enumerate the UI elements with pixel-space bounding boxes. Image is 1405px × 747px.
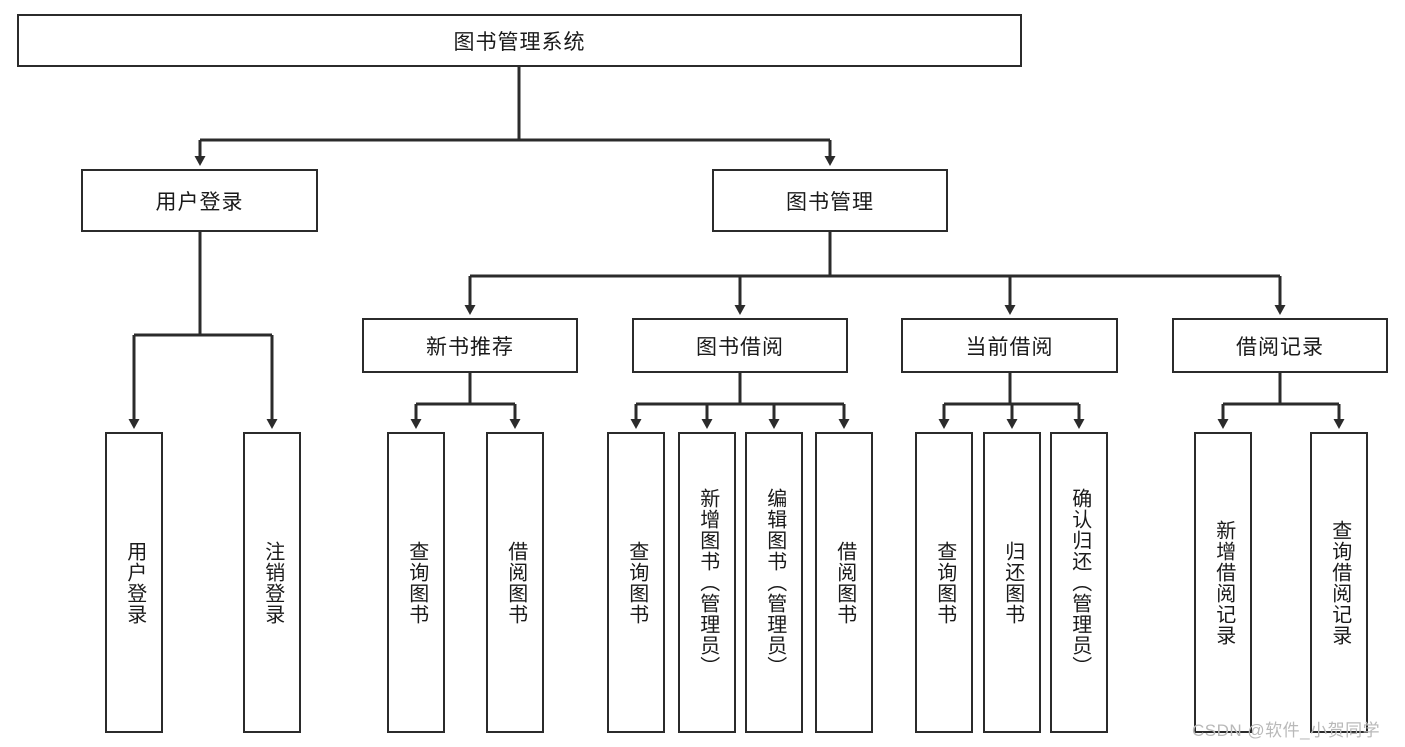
leaf-edit-book-admin[interactable]: 编辑图书（管理员） bbox=[745, 432, 803, 733]
leaf-borrow-book-new-label: 借阅图书 bbox=[504, 540, 527, 625]
node-root[interactable]: 图书管理系统 bbox=[17, 14, 1022, 67]
node-borrow-record[interactable]: 借阅记录 bbox=[1172, 318, 1388, 373]
leaf-confirm-return-admin[interactable]: 确认归还（管理员） bbox=[1050, 432, 1108, 733]
leaf-add-book-admin-label: 新增图书（管理员） bbox=[696, 488, 719, 677]
node-borrow-record-label: 借阅记录 bbox=[1236, 335, 1324, 359]
node-root-label: 图书管理系统 bbox=[453, 30, 586, 54]
node-new-book-recommend[interactable]: 新书推荐 bbox=[362, 318, 578, 373]
node-book-borrow-label: 图书借阅 bbox=[696, 335, 784, 359]
leaf-borrow-book-label: 借阅图书 bbox=[833, 540, 856, 625]
node-user-login[interactable]: 用户登录 bbox=[81, 169, 318, 232]
leaf-edit-book-admin-label: 编辑图书（管理员） bbox=[763, 488, 786, 677]
node-book-borrow[interactable]: 图书借阅 bbox=[632, 318, 848, 373]
leaf-query-borrow-record-label: 查询借阅记录 bbox=[1328, 519, 1351, 646]
leaf-query-book-borrow-label: 查询图书 bbox=[625, 540, 648, 625]
node-current-borrow[interactable]: 当前借阅 bbox=[901, 318, 1118, 373]
leaf-query-borrow-record[interactable]: 查询借阅记录 bbox=[1310, 432, 1368, 733]
leaf-query-book-borrow[interactable]: 查询图书 bbox=[607, 432, 665, 733]
leaf-user-login-label: 用户登录 bbox=[123, 540, 146, 625]
node-book-management-label: 图书管理 bbox=[786, 190, 874, 214]
node-book-management[interactable]: 图书管理 bbox=[712, 169, 948, 232]
leaf-user-login[interactable]: 用户登录 bbox=[105, 432, 163, 733]
leaf-confirm-return-admin-label: 确认归还（管理员） bbox=[1068, 488, 1091, 677]
leaf-borrow-book[interactable]: 借阅图书 bbox=[815, 432, 873, 733]
leaf-logout-label: 注销登录 bbox=[261, 540, 284, 625]
leaf-return-book-label: 归还图书 bbox=[1001, 540, 1024, 625]
leaf-borrow-book-new[interactable]: 借阅图书 bbox=[486, 432, 544, 733]
leaf-logout[interactable]: 注销登录 bbox=[243, 432, 301, 733]
node-current-borrow-label: 当前借阅 bbox=[965, 335, 1054, 359]
leaf-add-borrow-record[interactable]: 新增借阅记录 bbox=[1194, 432, 1252, 733]
leaf-query-book-new[interactable]: 查询图书 bbox=[387, 432, 445, 733]
leaf-query-book-current[interactable]: 查询图书 bbox=[915, 432, 973, 733]
leaf-return-book[interactable]: 归还图书 bbox=[983, 432, 1041, 733]
node-new-book-recommend-label: 新书推荐 bbox=[426, 335, 514, 359]
leaf-query-book-new-label: 查询图书 bbox=[405, 540, 428, 625]
leaf-query-book-current-label: 查询图书 bbox=[933, 540, 956, 625]
leaf-add-borrow-record-label: 新增借阅记录 bbox=[1212, 519, 1235, 646]
node-user-login-label: 用户登录 bbox=[155, 190, 244, 214]
csdn-watermark: CSDN @软件_小贺同学 bbox=[1192, 721, 1381, 740]
leaf-add-book-admin[interactable]: 新增图书（管理员） bbox=[678, 432, 736, 733]
